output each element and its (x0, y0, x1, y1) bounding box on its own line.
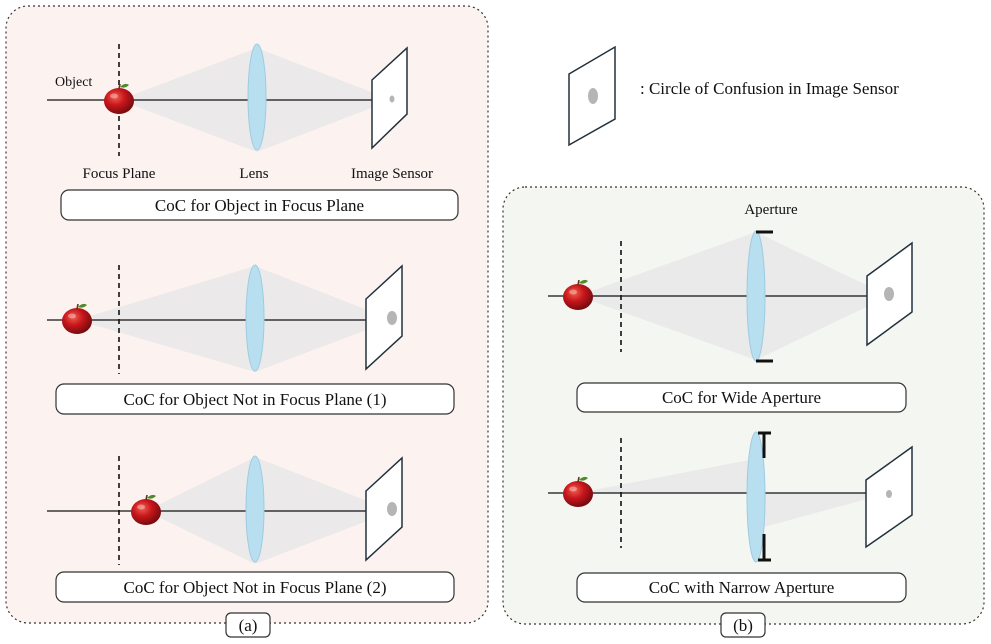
coc-spot (389, 95, 395, 103)
lens (245, 455, 265, 563)
caption-box-3 (55, 571, 455, 603)
panel-b-label-box (720, 612, 766, 638)
panel-b-label: (b) (733, 616, 753, 635)
coc-spot (387, 311, 397, 325)
image-sensor-label: Image Sensor (351, 166, 433, 182)
legend-text: : Circle of Confusion in Image Sensor (640, 79, 899, 98)
panel-a: Object Focus Plane Lens Image Sensor CoC… (5, 5, 489, 638)
panel-a-label-box (225, 612, 271, 638)
image-sensor (371, 46, 408, 150)
coc-spot (387, 502, 397, 516)
legend: : Circle of Confusion in Image Sensor (568, 45, 899, 147)
diagram-wide-aperture: Aperture (548, 202, 913, 363)
caption-out-of-focus-1: CoC for Object Not in Focus Plane (1) (124, 390, 387, 409)
diagram-out-of-focus-2 (47, 455, 403, 565)
focus-plane-label: Focus Plane (83, 166, 156, 182)
coc-spot (884, 287, 894, 301)
caption-wide-aperture: CoC for Wide Aperture (662, 388, 821, 407)
caption-in-focus: CoC for Object in Focus Plane (155, 196, 364, 215)
caption-box-2 (55, 383, 455, 415)
lens (245, 264, 265, 372)
object-label: Object (55, 75, 92, 90)
lens (746, 431, 766, 563)
caption-narrow-aperture: CoC with Narrow Aperture (649, 578, 835, 597)
legend-coc-spot (588, 88, 598, 104)
diagram-in-focus: Object Focus Plane Lens Image Sensor (47, 43, 433, 182)
panel-a-label: (a) (239, 616, 258, 635)
caption-box-1 (60, 189, 459, 221)
diagram-narrow-aperture (548, 431, 913, 563)
panel-b: Aperture CoC for Wide Aperture CoC with … (502, 186, 985, 638)
image-sensor (365, 264, 403, 371)
coc-spot (886, 490, 892, 498)
caption-box-5 (576, 572, 907, 603)
light-cone-back (255, 266, 393, 372)
caption-out-of-focus-2: CoC for Object Not in Focus Plane (2) (124, 578, 387, 597)
caption-box-4 (576, 382, 907, 413)
image-sensor (365, 456, 403, 562)
aperture-label: Aperture (744, 202, 798, 218)
light-cone-front (77, 266, 255, 372)
lens-label: Lens (239, 166, 268, 182)
lens (247, 43, 267, 151)
diagram-out-of-focus-1 (47, 264, 403, 374)
lens (746, 230, 766, 362)
